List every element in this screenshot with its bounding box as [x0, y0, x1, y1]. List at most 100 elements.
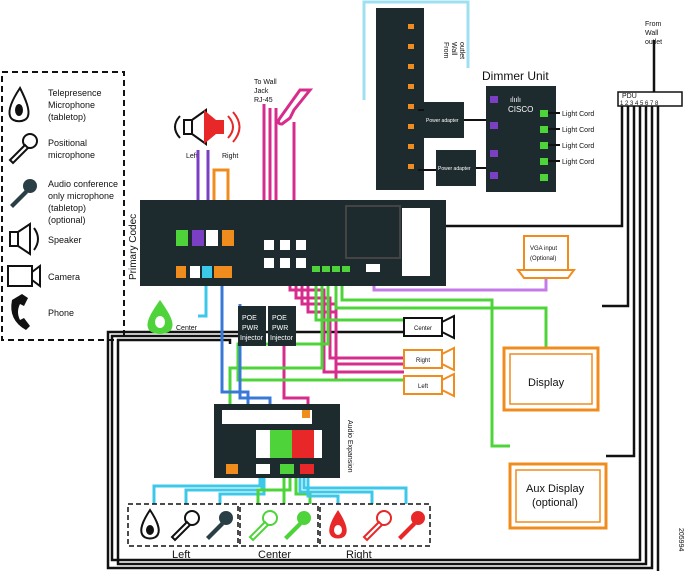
light-control-box: Light Control Box From Wall outlet — [362, 0, 470, 190]
group-left-label: Left — [172, 549, 190, 561]
right-group-box — [319, 503, 431, 547]
dimmer-unit-title: Dimmer Unit — [482, 69, 549, 83]
legend-label-camera: Camera — [48, 272, 80, 282]
poe-injector-1: POE PWR Injector — [238, 306, 266, 346]
left-group-box — [127, 503, 239, 547]
legend-label-speaker: Speaker — [48, 235, 82, 245]
speakers: Left Right — [174, 108, 241, 160]
signal-cables — [152, 104, 548, 504]
group-right-label: Right — [346, 549, 372, 561]
power-adapter-2-label: Power adapter — [438, 166, 471, 172]
light-cord-label-3: Light Cord — [562, 143, 594, 150]
left-telepresence-mic-icon — [140, 508, 160, 540]
positional-microphone-icon — [8, 133, 38, 165]
group-center-label: Center — [258, 549, 291, 561]
display: Display — [502, 346, 600, 412]
vga-input-label: VGA input (Optional) — [530, 246, 559, 262]
dimmer-logo-bars: ılıılı — [510, 97, 521, 104]
speaker-right-label: Right — [222, 153, 238, 160]
speaker-left-label: Left — [186, 153, 198, 160]
primary-codec-label: Primary Codec — [128, 214, 139, 280]
light-control-cyan-cable — [362, 0, 470, 100]
right-speaker-icon — [204, 110, 241, 144]
legend-label-phone: Phone — [48, 308, 74, 318]
telepresence-microphone-icon — [8, 86, 30, 123]
green-to-center-camera — [314, 270, 404, 322]
center-conference-mic-icon — [284, 511, 311, 540]
cyan-left-mic-cables — [152, 478, 266, 504]
dimmer-logo: CISCO — [508, 105, 533, 114]
wall-jack-label: To Wall Jack RJ-45 — [254, 79, 279, 104]
blue-poe-cables — [220, 280, 272, 404]
codec-audio-ports — [176, 230, 234, 246]
poe-injector-2-label: POE PWR Injector — [270, 315, 294, 342]
from-wall-outlet-vertical: From Wall outlet — [442, 42, 465, 60]
legend-label-audio-conf: Audio conference only microphone (tablet… — [48, 179, 121, 225]
codec-vga-port — [366, 264, 380, 272]
camera-right-label: Right — [416, 358, 430, 364]
right-telepresence-mic-icon — [329, 510, 347, 539]
pdu-to-codec-cable — [430, 106, 624, 228]
cyan-center-mic-cable — [198, 276, 208, 318]
right-positional-mic-icon — [362, 510, 392, 542]
light-control-box-label: Light Control Box — [430, 62, 437, 116]
magenta-to-expansion — [282, 328, 310, 404]
legend-label-positional: Positional microphone — [48, 138, 95, 160]
vga-input-laptop: VGA input (Optional) — [516, 235, 576, 279]
primary-codec: Primary Codec — [128, 200, 446, 286]
camera-center: Center — [403, 314, 455, 340]
camera-left-label: Left — [418, 384, 428, 390]
camera-center-label: Center — [414, 326, 432, 332]
power-adapter-1 — [424, 102, 464, 138]
pdu-to-poe-cable-2 — [116, 106, 648, 566]
codec-video-ports — [312, 266, 350, 272]
light-control-terminals — [408, 24, 414, 169]
dimmer-outputs — [540, 110, 548, 181]
audio-conference-microphone-icon — [10, 179, 37, 208]
power-adapters: Power adapter Power adapter — [418, 102, 488, 186]
power-adapter-1-label: Power adapter — [426, 118, 459, 124]
aux-display: Aux Display (optional) — [508, 462, 608, 530]
legend: Telepresence Microphone (tabletop) Posit… — [1, 71, 125, 341]
left-positional-mic-icon — [170, 510, 200, 542]
audio-expansion: Audio Expansion — [214, 404, 353, 478]
pdu-to-aux-display-cable — [606, 106, 636, 458]
phone-icon — [11, 294, 30, 330]
dimmer-inputs — [490, 96, 498, 179]
aux-display-label: Aux Display (optional) — [526, 483, 587, 509]
speaker-icon — [9, 222, 39, 256]
magenta-to-camera-2 — [294, 268, 404, 360]
microphone-groups: Left Center Right — [127, 503, 431, 561]
figure-number: 205994 — [677, 528, 684, 551]
center-microphone: Center — [147, 300, 198, 334]
legend-label-telepresence: Telepresence Microphone (tabletop) — [48, 88, 104, 122]
light-cord-label-2: Light Cord — [562, 127, 594, 134]
center-group-box — [239, 503, 319, 547]
center-mic-label: Center — [176, 325, 198, 332]
light-control-panel — [376, 8, 424, 190]
left-speaker-icon — [174, 108, 207, 146]
pdu-label: PDU — [622, 93, 637, 100]
wall-jack-phone-icon — [276, 88, 314, 126]
pdu-ports: 1 2 3 4 5 6 7 8 — [620, 101, 659, 107]
cyan-right-mic-cables — [298, 478, 408, 504]
green-to-display — [334, 270, 548, 348]
camera-icon — [7, 264, 41, 288]
green-to-expansion-1 — [228, 270, 324, 404]
codec-bottom-ports — [176, 266, 232, 278]
audio-expansion-label: Audio Expansion — [346, 420, 353, 473]
legend-border — [1, 71, 125, 341]
dimmer-unit: Dimmer Unit ılıılı CISCO Light Cord Ligh… — [482, 69, 594, 192]
codec-slot — [402, 208, 430, 276]
right-conference-mic-icon — [398, 511, 425, 540]
light-cord-label-1: Light Cord — [562, 111, 594, 118]
codec-vent — [345, 205, 401, 259]
expansion-bottom-ports — [226, 464, 314, 474]
poe-injector-1-label: POE PWR Injector — [240, 315, 264, 342]
poe-injector-2: POE PWR Injector — [268, 306, 296, 346]
pdu-to-display-cable — [602, 106, 630, 308]
camera-right: Right — [403, 346, 455, 372]
